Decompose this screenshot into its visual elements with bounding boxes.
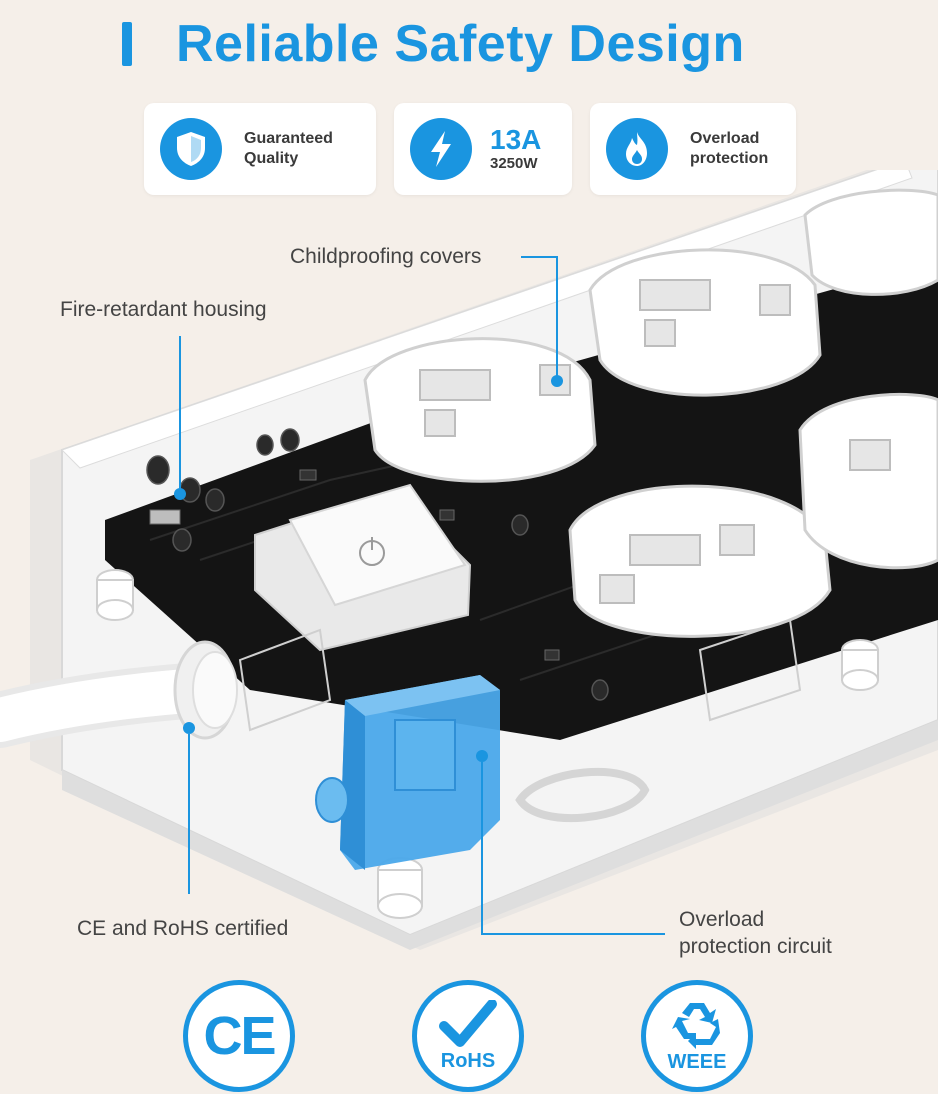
ce-mark: CE — [203, 1006, 276, 1066]
callout-certified: CE and RoHS certified — [77, 917, 289, 940]
leader-housing — [179, 336, 181, 491]
title-accent-bar — [122, 22, 132, 66]
feature-overload-line2: protection — [690, 150, 769, 167]
feature-overload-line1: Overload — [690, 130, 760, 147]
leader-housing-dot — [174, 488, 186, 500]
weee-label: WEEE — [667, 1050, 727, 1073]
callout-housing: Fire-retardant housing — [60, 298, 267, 321]
overload-breaker — [315, 675, 500, 870]
feature-wattage: 3250W — [490, 155, 538, 172]
leader-certified-dot — [183, 722, 195, 734]
callout-overload-line2: protection circuit — [679, 935, 832, 958]
flame-icon — [606, 118, 668, 180]
leader-certified — [188, 734, 190, 894]
callout-childproofing: Childproofing covers — [290, 245, 482, 268]
leader-childproofing-v — [556, 256, 558, 378]
callout-overload: Overload protection circuit — [679, 906, 832, 960]
power-strip-illustration — [0, 170, 938, 950]
recycle-icon — [672, 1002, 720, 1049]
rohs-badge: RoHS — [412, 980, 524, 1092]
leader-childproofing-dot — [551, 375, 563, 387]
weee-badge: WEEE — [641, 980, 753, 1092]
page-title: Reliable Safety Design — [122, 10, 745, 78]
feature-card-quality: Guaranteed Quality — [144, 103, 376, 195]
leader-childproofing-h — [521, 256, 557, 258]
ce-badge: CE — [183, 980, 295, 1092]
feature-quality-line1: Guaranteed — [244, 130, 333, 147]
power-cable — [0, 640, 238, 748]
lightning-icon — [410, 118, 472, 180]
leader-overload-h — [481, 933, 665, 935]
shield-icon — [160, 118, 222, 180]
leader-overload-dot — [476, 750, 488, 762]
callout-overload-line1: Overload — [679, 908, 765, 931]
checkmark-icon — [439, 999, 497, 1047]
feature-card-power: 13A 3250W — [394, 103, 572, 195]
feature-card-overload: Overload protection — [590, 103, 796, 195]
power-switch — [254, 483, 472, 652]
feature-amperage: 13A — [490, 124, 542, 155]
leader-overload-v — [481, 762, 483, 934]
rohs-label: RoHS — [440, 1049, 496, 1072]
title-text: Reliable Safety Design — [176, 15, 745, 73]
feature-quality-line2: Quality — [244, 150, 299, 167]
